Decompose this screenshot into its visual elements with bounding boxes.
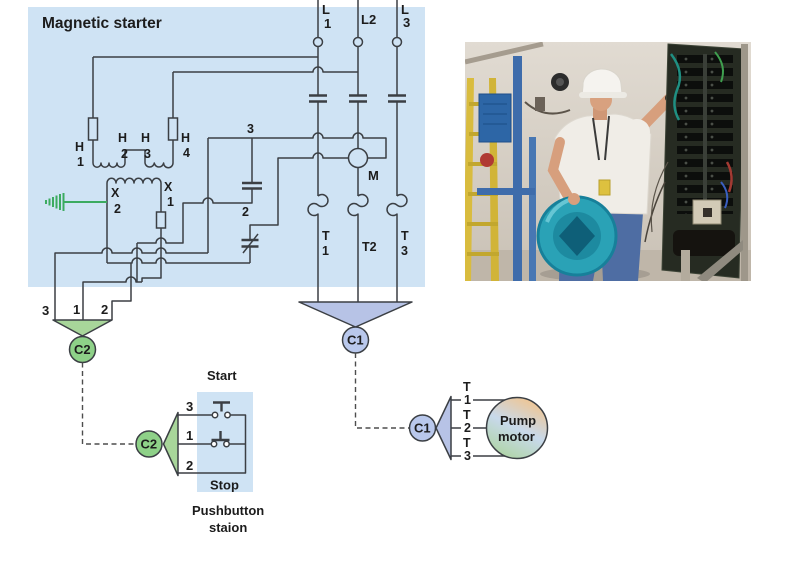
label-c2-lower: C2	[141, 437, 158, 452]
ground-symbol	[45, 193, 107, 211]
label-x1-number: 1	[167, 195, 174, 209]
label-c2-upper: C2	[74, 342, 91, 357]
power-lines: L 1 L2 L 3	[312, 0, 410, 302]
label-pt3-number: 3	[464, 449, 471, 463]
overload-heaters: T 1 T2 T 3	[307, 193, 409, 258]
label-pb-pin3: 3	[186, 399, 193, 414]
pump-motor: Pump motor	[485, 396, 549, 460]
label-c2-pin2: 2	[101, 302, 108, 317]
label-pt3-letter: T	[463, 436, 471, 450]
primary-winding	[92, 149, 174, 169]
label-pump-line1: Pump	[500, 413, 536, 428]
label-m-coil: M	[368, 168, 379, 183]
contactor-main-contacts	[309, 94, 406, 103]
label-h2-number: 2	[121, 147, 128, 161]
label-h3-letter: H	[141, 131, 150, 145]
control-wiring: 3 2	[54, 122, 387, 320]
label-pt1-letter: T	[463, 380, 471, 394]
label-l1-letter: L	[322, 2, 330, 17]
label-node3: 3	[247, 122, 254, 136]
fuse-x1	[155, 211, 167, 229]
label-h1-letter: H	[75, 140, 84, 154]
label-h4-number: 4	[183, 146, 190, 160]
conduit-pipe	[465, 42, 544, 65]
holding-contact	[242, 181, 262, 190]
label-pb-pin1: 1	[186, 428, 193, 443]
magnetic-starter-panel	[28, 7, 425, 287]
contactor-coil-m: M	[347, 147, 379, 183]
connector-c1-upper: C1	[298, 301, 413, 354]
label-caption-line2: staion	[209, 520, 247, 535]
connector-c1-lower: C1	[408, 395, 452, 461]
label-c1-lower: C1	[414, 421, 431, 436]
photo-electrician-panel	[465, 42, 751, 281]
label-node2: 2	[242, 205, 249, 219]
c1-wedge	[298, 301, 413, 328]
c2-wedge	[52, 319, 113, 337]
lanyard	[592, 115, 610, 161]
label-caption-line1: Pushbutton	[192, 503, 264, 518]
label-l3-letter: L	[401, 2, 409, 17]
breaker-panel	[644, 43, 748, 281]
terminal-l1	[312, 36, 324, 48]
label-pt1-number: 1	[464, 393, 471, 407]
label-start: Start	[207, 368, 237, 383]
stop-button-symbol	[211, 431, 230, 442]
label-c1-upper: C1	[347, 333, 364, 348]
label-t3-letter: T	[401, 229, 409, 243]
red-valve	[480, 153, 494, 167]
label-t2: T2	[362, 240, 377, 254]
label-h2-letter: H	[118, 131, 127, 145]
pushbutton-station: 3 1 2 Start Stop Pushbutton staion	[178, 368, 264, 535]
terminal-l3	[391, 36, 403, 48]
label-h1-number: 1	[77, 155, 84, 169]
hard-hat	[581, 68, 623, 97]
label-pt2-number: 2	[464, 421, 471, 435]
c1-wedge-lower	[435, 395, 452, 461]
c2-wedge-lower	[162, 411, 179, 477]
label-stop: Stop	[210, 478, 239, 493]
label-x2-letter: X	[111, 186, 120, 200]
badge	[598, 179, 611, 196]
secondary-winding	[106, 177, 162, 184]
c1-cable-dashed	[354, 353, 409, 429]
label-t3-number: 3	[401, 244, 408, 258]
electrician	[536, 65, 705, 281]
label-pb-pin2: 2	[186, 458, 193, 473]
label-pt2-letter: T	[463, 408, 471, 422]
label-l2: L2	[361, 12, 376, 27]
label-c2-pin3: 3	[42, 303, 49, 318]
label-c2-pin1: 1	[73, 302, 80, 317]
c2-badge-lower	[135, 430, 163, 458]
control-transformer: H 1 H 2 H 3 H 4 X 2 X 1	[75, 56, 358, 282]
pump-motor-leads: T 1 T 2 T 3	[451, 380, 505, 463]
fuse-h4	[167, 117, 179, 141]
connector-c2-lower: C2	[135, 411, 179, 477]
start-button-symbol	[213, 401, 230, 412]
fuse-h1	[87, 117, 99, 141]
terminal-l2	[352, 36, 364, 48]
label-x2-number: 2	[114, 202, 121, 216]
panel-title: Magnetic starter	[42, 15, 162, 32]
label-t1-number: 1	[322, 244, 329, 258]
label-l1-number: 1	[324, 16, 331, 31]
label-h3-number: 3	[144, 147, 151, 161]
label-pump-line2: motor	[498, 429, 535, 444]
blue-equipment	[477, 56, 571, 281]
connector-c2-upper: C2 3 1 2	[42, 302, 113, 364]
lower-arm	[547, 137, 574, 203]
c2-cable-dashed	[81, 362, 136, 445]
label-t1-letter: T	[322, 229, 330, 243]
label-l3-number: 3	[403, 15, 410, 30]
label-h4-letter: H	[181, 131, 190, 145]
label-x1-letter: X	[164, 180, 173, 194]
